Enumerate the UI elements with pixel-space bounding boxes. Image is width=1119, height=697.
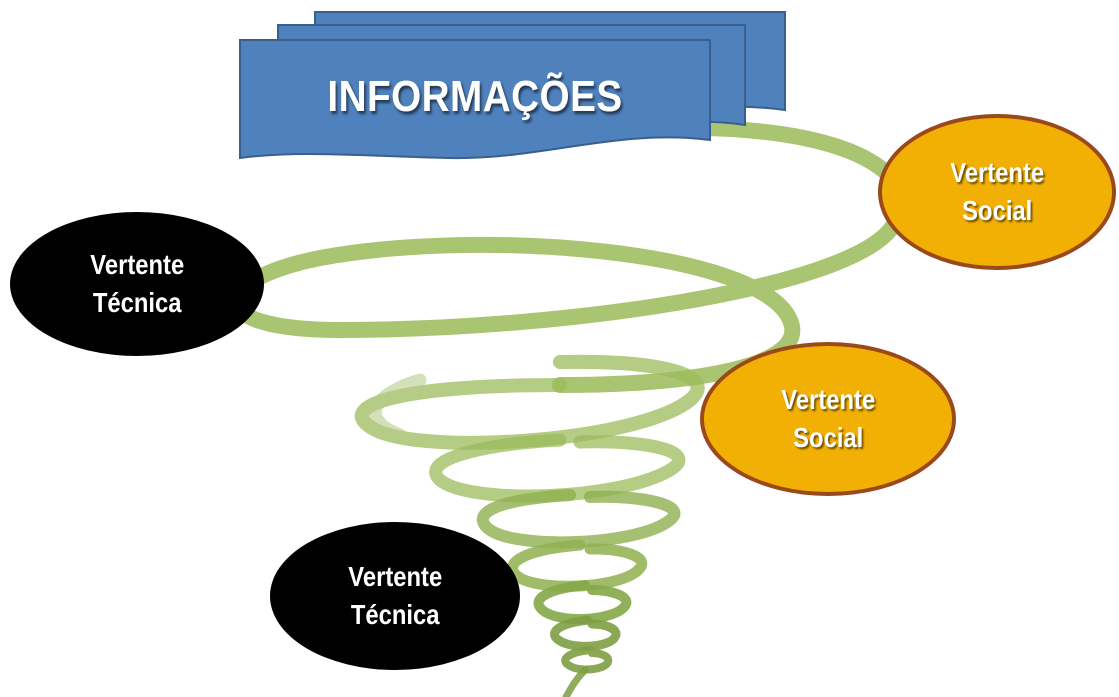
node-label-line2: Técnica [350,599,440,630]
vertente-social-node: Vertente Social [878,114,1116,270]
spiral-loop [550,615,621,651]
spiral-loop [561,646,613,674]
spiral-loop [507,539,648,592]
node-label-line1: Vertente [781,384,875,415]
banner-stack [239,11,786,160]
spiral-tail [562,666,589,697]
spiral-loop [429,433,686,503]
node-label-line1: Vertente [90,249,184,280]
spiral-loop [533,580,632,625]
vertente-tecnica-node: Vertente Técnica [270,522,520,670]
spiral-loop [476,489,681,549]
vertente-tecnica-node: Vertente Técnica [10,212,264,356]
vertente-social-node: Vertente Social [700,342,956,496]
banner-sheet-front [239,39,711,160]
spiral-loop [354,354,705,450]
node-label-line1: Vertente [950,157,1044,188]
node-label-line1: Vertente [348,561,442,592]
node-label-line2: Social [961,195,1033,226]
node-label-line2: Social [792,422,864,453]
spiral-loop [368,373,427,442]
node-label-line2: Técnica [92,287,182,318]
